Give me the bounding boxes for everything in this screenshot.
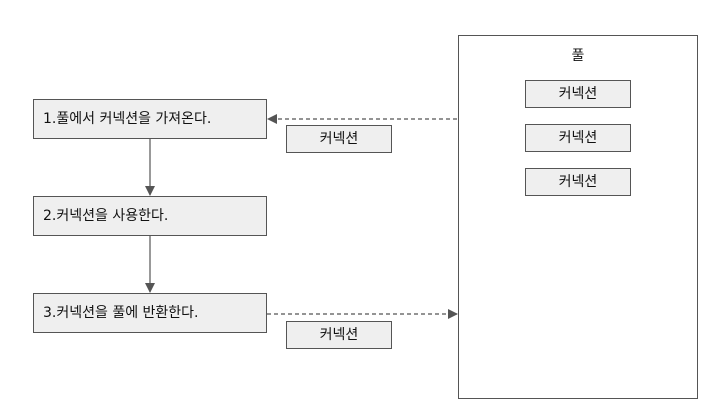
pool-title: 풀 xyxy=(571,48,585,64)
step-get-connection: 1.풀에서 커넥션을 가져온다. xyxy=(33,99,267,139)
returning-connection-box: 커넥션 xyxy=(286,321,392,349)
pool-container xyxy=(458,35,698,399)
step-return-connection: 3.커넥션을 풀에 반환한다. xyxy=(33,293,267,333)
outgoing-connection-box: 커넥션 xyxy=(286,125,392,153)
pool-connection-box: 커넥션 xyxy=(525,80,631,108)
pool-connection-box: 커넥션 xyxy=(525,168,631,196)
step-use-connection: 2.커넥션을 사용한다. xyxy=(33,196,267,236)
pool-connection-box: 커넥션 xyxy=(525,124,631,152)
